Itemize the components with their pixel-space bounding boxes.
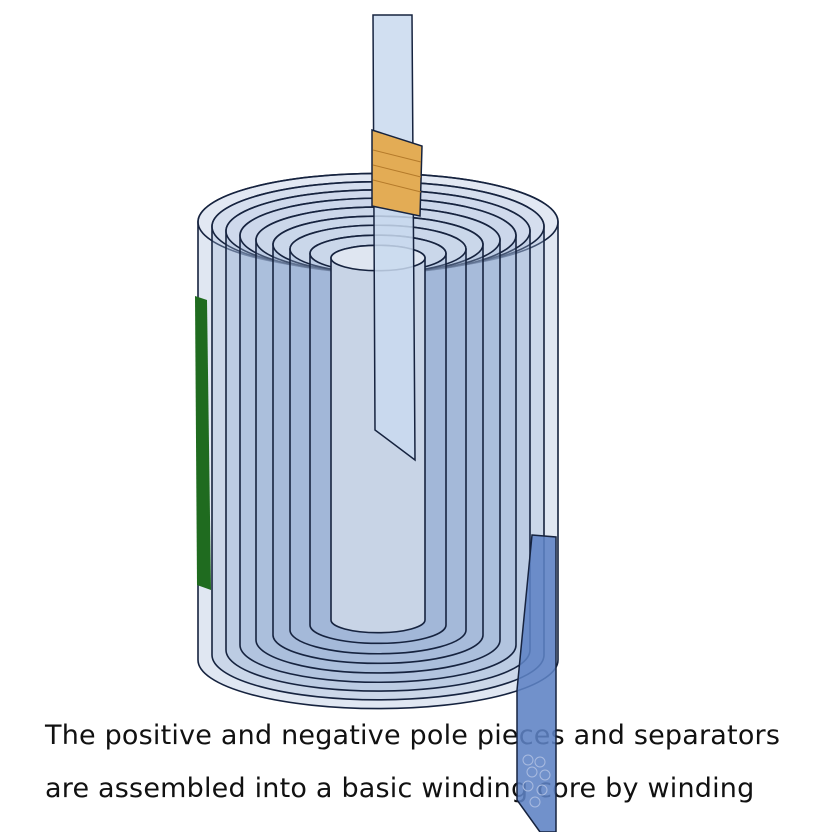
- tab-band-lines: [372, 149, 422, 193]
- caption-line-1: The positive and negative pole pieces an…: [45, 720, 781, 751]
- caption-line-2: are assembled into a basic winding core …: [45, 773, 755, 804]
- side-green-strip: [195, 296, 211, 590]
- tab-welding-band: [371, 128, 423, 217]
- top-electrode-tab: [372, 14, 416, 462]
- concentric-winding-layers: [197, 172, 559, 710]
